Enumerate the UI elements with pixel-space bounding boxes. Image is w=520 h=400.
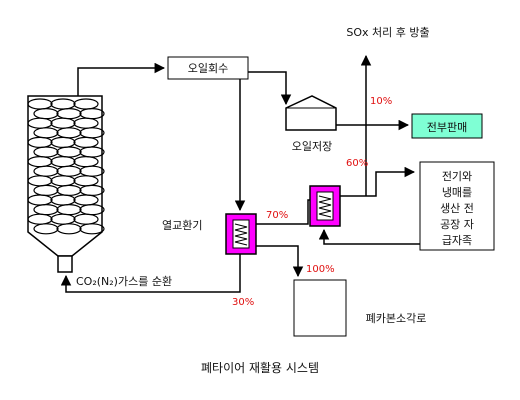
tire-shape	[33, 223, 59, 235]
oil-recovery-label: 오일회수	[188, 61, 228, 75]
coil-icon	[318, 195, 332, 218]
reactor-outlet	[57, 255, 73, 273]
flow-reactor-to-recovery	[77, 62, 166, 96]
heat-exchanger-label: 열교환기	[162, 219, 202, 232]
diagram-caption: 폐타이어 재활용 시스템	[201, 361, 319, 375]
tire-shape	[79, 223, 105, 235]
waste-incinerator-box	[293, 279, 347, 337]
self-supply-line-4: 공장 자	[440, 218, 474, 231]
waste-incinerator-label: 폐카본소각로	[366, 312, 427, 325]
sox-emission-label: SOx 처리 후 방출	[346, 26, 429, 39]
reactor-vessel	[27, 95, 105, 273]
flow-second-to-plant	[340, 166, 416, 197]
self-supply-line-2: 냉매를	[442, 186, 472, 199]
percent-to-sox: 10%	[370, 96, 392, 107]
self-supply-line-1: 전기와	[442, 170, 472, 183]
gas-recirculation-label: CO₂(N₂)가스를 순환	[76, 275, 172, 288]
full-sale-box	[411, 113, 483, 139]
self-supply-line-5: 급자족	[442, 234, 472, 247]
flow-recovery-to-storage	[248, 71, 292, 106]
self-supply-line-3: 생산 전	[440, 202, 474, 215]
oil-storage-tank	[285, 95, 337, 131]
coil-icon	[234, 223, 248, 246]
heat-exchanger-2	[309, 185, 341, 227]
plant-self-supply-text: 전기와 냉매를 생산 전 공장 자 급자족	[440, 170, 474, 247]
tank-icon	[285, 95, 337, 131]
percent-incinerator-input: 100%	[306, 264, 335, 275]
full-sale-label: 전부판매	[427, 121, 467, 134]
oil-storage-label: 오일저장	[292, 139, 332, 153]
tire-pile-icon	[27, 98, 105, 235]
flow-to-incinerator	[256, 245, 304, 278]
flow-recirculation	[60, 254, 241, 293]
oil-recovery-box	[167, 56, 249, 80]
percent-to-plant: 60%	[346, 158, 368, 169]
plant-self-supply-box	[419, 161, 495, 251]
percent-recirculation: 30%	[232, 297, 254, 308]
tire-shape	[56, 223, 82, 235]
heat-exchanger-1	[225, 213, 257, 255]
flow-plant-return	[318, 228, 420, 245]
percent-exchanger-to-second: 70%	[266, 210, 288, 221]
